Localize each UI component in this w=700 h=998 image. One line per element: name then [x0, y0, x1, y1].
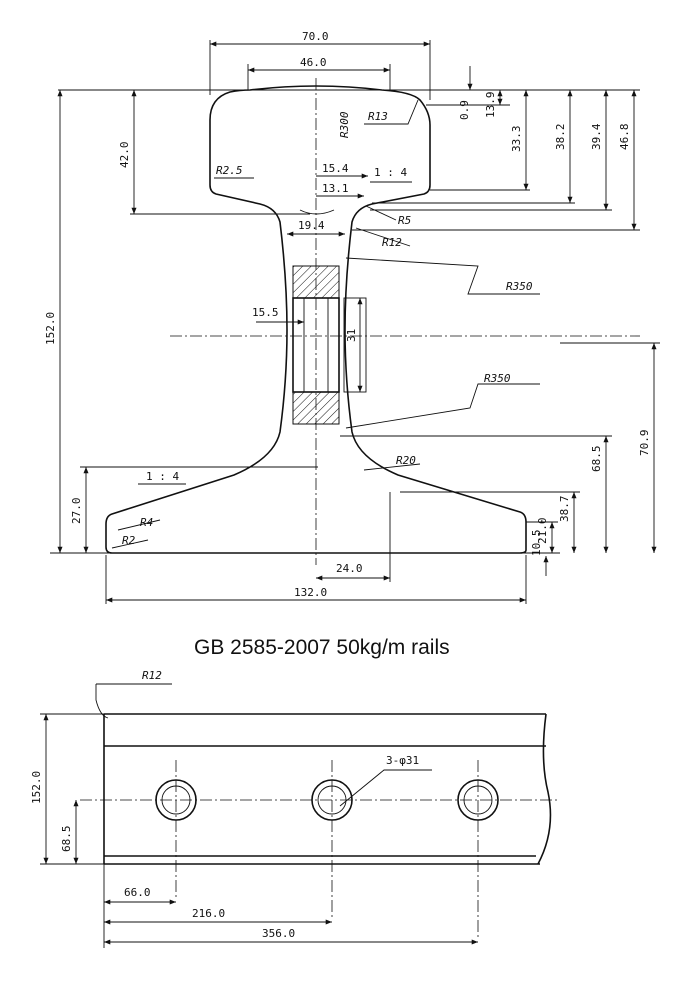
- label-r12: R12: [382, 236, 402, 249]
- dim-132: 132.0: [294, 586, 327, 599]
- bolt-hole-1-inner: [161, 785, 191, 815]
- label-r4: R4: [140, 516, 153, 529]
- label-r350-bottom: R350: [484, 372, 511, 385]
- dim-70-9: 70.9: [638, 430, 651, 457]
- rail-profile: [105, 85, 527, 554]
- side-dim-68-5: 68.5: [60, 826, 73, 853]
- bolt-hole: [292, 297, 340, 393]
- side-label-holes: 3-φ31: [386, 754, 419, 767]
- label-r350-top: R350: [506, 280, 533, 293]
- label-r5: R5: [398, 214, 411, 227]
- leader-r350-top: [345, 257, 540, 295]
- dim-13-1: 13.1: [322, 182, 349, 195]
- rail-cross-section: 70.0 46.0 0.9 13.9 33.3 38.2 39.4 46.8 4…: [44, 30, 660, 604]
- dim-19-4: 19.4: [298, 219, 325, 232]
- label-slope-head: 1 : 4: [374, 166, 407, 179]
- hatch-upper: [292, 265, 340, 299]
- leader-r2: [111, 539, 149, 549]
- hole-dim-box: [343, 297, 367, 393]
- dim-46-8: 46.8: [618, 124, 631, 151]
- leader-r4: [117, 519, 161, 531]
- label-r13: R13: [368, 110, 388, 123]
- dim-21-0: 21.0: [536, 518, 549, 545]
- hatch-lower: [292, 391, 340, 425]
- figure-title: GB 2585-2007 50kg/m rails: [194, 636, 450, 659]
- label-r20: R20: [396, 454, 416, 467]
- dim-70: 70.0: [302, 30, 329, 43]
- dim-27: 27.0: [70, 498, 83, 525]
- side-leader-holes: [339, 769, 432, 807]
- dim-152: 152.0: [44, 312, 57, 345]
- bolt-hole-1: [155, 779, 197, 821]
- dim-15-4: 15.4: [322, 162, 349, 175]
- dim-24: 24.0: [336, 562, 363, 575]
- dim-31: 31: [345, 329, 358, 342]
- dim-13-9: 13.9: [484, 92, 497, 119]
- dim-39-4: 39.4: [590, 123, 603, 150]
- dim-38-7: 38.7: [558, 496, 571, 523]
- label-slope-foot: 1 : 4: [146, 470, 179, 483]
- label-r300: R300: [338, 111, 351, 138]
- dim-68-5: 68.5: [590, 446, 603, 473]
- dim-46: 46.0: [300, 56, 327, 69]
- bolt-hole-3-inner: [463, 785, 493, 815]
- side-label-r12: R12: [142, 669, 162, 682]
- head-under-line: [299, 209, 335, 215]
- label-r2-5: R2.5: [216, 164, 243, 177]
- dim-10-5: 10.5: [530, 530, 543, 557]
- side-left-bevel: [95, 684, 109, 719]
- side-dim-216: 216.0: [192, 907, 225, 920]
- dim-42: 42.0: [118, 142, 131, 169]
- dim-0-9: 0.9: [458, 100, 471, 120]
- leader-r5: [365, 205, 397, 221]
- leader-r12: [355, 227, 411, 247]
- side-dim-152: 152.0: [30, 771, 43, 804]
- bolt-hole-3: [457, 779, 499, 821]
- dim-15-5: 15.5: [252, 306, 279, 319]
- leader-r13: [364, 99, 419, 125]
- dim-38-2: 38.2: [554, 124, 567, 151]
- bolt-hole-2-inner: [317, 785, 347, 815]
- side-right-break: [537, 713, 552, 865]
- bolt-hole-2: [311, 779, 353, 821]
- dim-33-3: 33.3: [510, 126, 523, 153]
- leader-r350-bottom: [345, 383, 540, 429]
- side-dim-356: 356.0: [262, 927, 295, 940]
- rail-side-view: R12 3-φ31 152.0 68.5 66.0 216.0 356.0: [30, 669, 560, 948]
- leader-r20: [363, 463, 421, 471]
- side-dim-66: 66.0: [124, 886, 151, 899]
- label-r2: R2: [122, 534, 136, 547]
